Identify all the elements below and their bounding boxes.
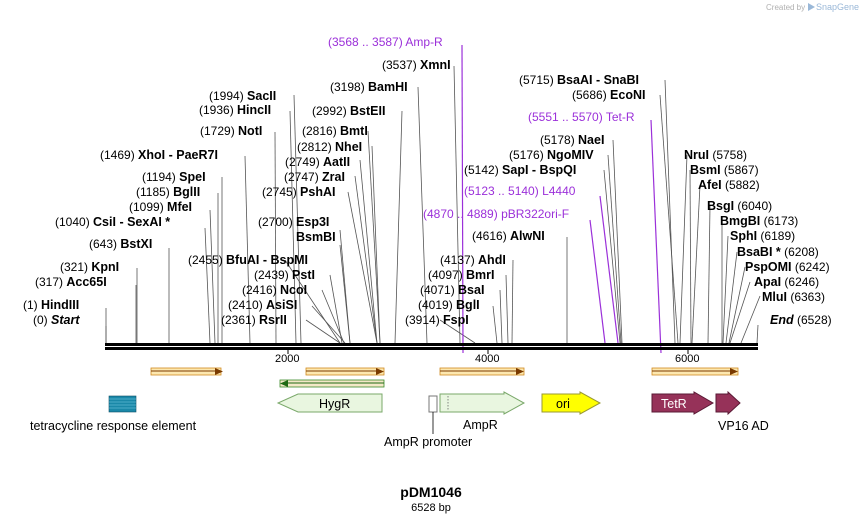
feature-tetr: [651, 391, 714, 415]
credit-brand: SnapGene: [816, 2, 859, 12]
orf-arrows: [150, 367, 739, 388]
restriction-site-label: End (6528): [770, 313, 832, 327]
site-leader-lines: [105, 65, 761, 344]
ruler-label: 2000: [275, 353, 299, 365]
restriction-site-label: (1185) BglII: [136, 185, 200, 199]
feature-tre: [108, 395, 137, 413]
backbone-top: [105, 343, 758, 346]
restriction-site-label: (2455) BfuAI - BspMI: [188, 253, 308, 267]
restriction-site-label: AfeI (5882): [698, 178, 760, 192]
restriction-site-label: (5178) NaeI: [540, 133, 604, 147]
restriction-site-label: (4616) AlwNI: [472, 229, 545, 243]
restriction-site-label: (1936) HincII: [199, 103, 271, 117]
restriction-site-label: (2749) AatII: [285, 155, 350, 169]
restriction-site-label: (317) Acc65I: [35, 275, 107, 289]
restriction-site-label: (1994) SacII: [209, 89, 276, 103]
snapgene-logo-icon: [808, 3, 815, 11]
restriction-site-label: (2416) NcoI: [242, 283, 307, 297]
restriction-site-label: BsmI (5867): [690, 163, 759, 177]
restriction-site-label: (5715) BsaAI - SnaBI: [519, 73, 639, 87]
feature-label-ori: ori: [556, 397, 570, 411]
feature-label-ampr-promoter: AmpR promoter: [384, 435, 472, 449]
feature-ampr: [439, 391, 526, 415]
restriction-site-label: (5142) SapI - BspQI: [464, 163, 576, 177]
feature-label-vp16: VP16 AD: [718, 419, 769, 433]
restriction-site-label: (4097) BmrI: [428, 268, 495, 282]
ruler-label: 6000: [675, 353, 699, 365]
restriction-site-label: SphI (6189): [730, 229, 795, 243]
restriction-site-label: (3537) XmnI: [382, 58, 451, 72]
feature-label-ampr: AmpR: [463, 418, 498, 432]
restriction-site-label: (1729) NotI: [200, 124, 262, 138]
primer-label: (3568 .. 3587) Amp-R: [328, 35, 443, 49]
primer-label: (5551 .. 5570) Tet-R: [528, 110, 635, 124]
restriction-site-label: (2439) PstI: [254, 268, 315, 282]
restriction-site-label: (1040) CsiI - SexAI *: [55, 215, 170, 229]
primer-lines: [461, 44, 662, 354]
restriction-site-label: BsmBI: [296, 230, 336, 244]
restriction-site-label: BsaBI * (6208): [737, 245, 819, 259]
site-labels: (3568 .. 3587) Amp-R (3537) XmnI (3198) Ba…: [23, 35, 832, 327]
restriction-site-label: (1) HindIII: [23, 298, 79, 312]
plasmid-size: 6528 bp: [411, 502, 451, 514]
restriction-site-label: (3198) BamHI: [330, 80, 408, 94]
restriction-site-label: (1469) XhoI - PaeR7I: [100, 148, 218, 162]
plasmid-name: pDM1046: [400, 484, 462, 500]
primer-label: (5123 .. 5140) L4440: [464, 184, 576, 198]
restriction-site-label: (2745) PshAI: [262, 185, 335, 199]
restriction-site-label: (2992) BstEII: [312, 104, 385, 118]
restriction-site-label: PspOMI (6242): [745, 260, 830, 274]
feature-label-hygr: HygR: [319, 397, 350, 411]
restriction-site-label: (321) KpnI: [60, 260, 119, 274]
restriction-site-label: (2361) RsrII: [221, 313, 287, 327]
restriction-site-label: (0) Start: [33, 313, 80, 327]
restriction-site-label: (1099) MfeI: [129, 200, 192, 214]
restriction-site-label: (643) BstXI: [89, 237, 152, 251]
ruler-ticks: [287, 350, 689, 354]
restriction-site-label: (5176) NgoMIV: [509, 148, 594, 162]
feature-label-tetr: TetR: [661, 397, 687, 411]
feature-hygr: [276, 393, 383, 413]
feature-ampr-promoter: [428, 395, 438, 413]
restriction-site-label: BmgBI (6173): [720, 214, 798, 228]
restriction-site-label: (2816) BmtI: [302, 124, 368, 138]
restriction-site-label: (4137) AhdI: [440, 253, 506, 267]
restriction-site-label: (2700) Esp3I: [258, 215, 329, 229]
restriction-site-label: (2747) ZraI: [284, 170, 345, 184]
feature-label-tre: tetracycline response element: [30, 419, 197, 433]
restriction-site-label: (4071) BsaI: [420, 283, 484, 297]
primer-label: (4870 .. 4889) pBR322ori-F: [423, 207, 569, 221]
restriction-site-label: MluI (6363): [762, 290, 825, 304]
restriction-site-label: BsgI (6040): [707, 199, 772, 213]
restriction-site-label: ApaI (6246): [754, 275, 819, 289]
restriction-site-label: (5686) EcoNI: [572, 88, 645, 102]
feature-ori: [541, 391, 602, 415]
restriction-site-label: (1194) SpeI: [142, 170, 206, 184]
restriction-site-label: (2410) AsiSI: [228, 298, 297, 312]
restriction-site-label: NruI (5758): [684, 148, 747, 162]
restriction-site-label: (3914) FspI: [405, 313, 469, 327]
credit-text: Created by: [766, 3, 805, 12]
feature-vp16: [715, 390, 741, 416]
restriction-site-label: (4019) BglI: [418, 298, 480, 312]
restriction-site-label: (2812) NheI: [297, 140, 362, 154]
backbone-bottom: [105, 347, 758, 350]
ruler-label: 4000: [475, 353, 499, 365]
